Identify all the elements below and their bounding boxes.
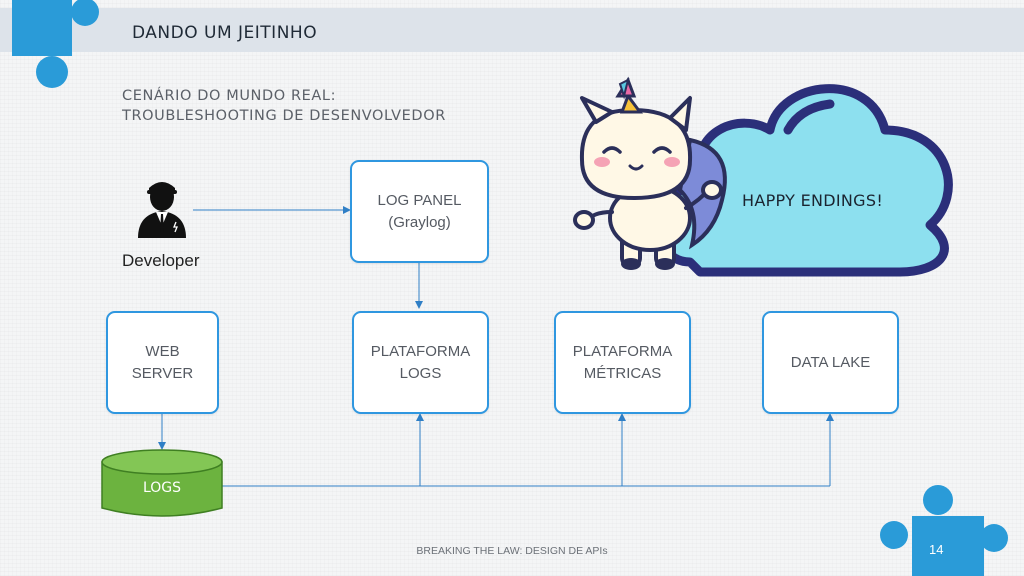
scenario-subtitle: CENÁRIO DO MUNDO REAL: TROUBLESHOOTING D… xyxy=(122,86,446,126)
plataforma-logs-label: PLATAFORMA LOGS xyxy=(370,342,471,382)
happy-endings-label: HAPPY ENDINGS! xyxy=(742,191,884,210)
web-server-box: WEB SERVER xyxy=(106,311,219,414)
puzzle-piece-icon xyxy=(12,0,99,88)
log-panel-label: LOG PANEL (Graylog) xyxy=(377,191,462,231)
developer-label: Developer xyxy=(122,251,200,270)
slide-title: DANDO UM JEITINHO xyxy=(132,23,318,43)
scenario-line-1: CENÁRIO DO MUNDO REAL: xyxy=(122,88,337,104)
page-number: 14 xyxy=(929,542,944,557)
puzzle-piece-icon xyxy=(880,485,1008,576)
plataforma-metricas-label: PLATAFORMA MÉTRICAS xyxy=(572,342,673,382)
header-bar xyxy=(0,8,1024,52)
unicorn-illustration xyxy=(573,76,727,270)
scenario-line-2: TROUBLESHOOTING DE DESENVOLVEDOR xyxy=(122,108,446,124)
logs-label: LOGS xyxy=(142,480,182,496)
data-lake-label: DATA LAKE xyxy=(790,353,871,371)
plataforma-logs-box: PLATAFORMA LOGS xyxy=(352,311,489,414)
plataforma-metricas-box: PLATAFORMA MÉTRICAS xyxy=(554,311,691,414)
data-lake-box: DATA LAKE xyxy=(762,311,899,414)
footer-text: BREAKING THE LAW: DESIGN DE APIs xyxy=(416,545,608,557)
logs-database-cylinder xyxy=(101,449,223,517)
developer-person-icon xyxy=(138,182,186,238)
web-server-label: WEB SERVER xyxy=(131,342,194,382)
log-panel-box: LOG PANEL (Graylog) xyxy=(350,160,489,263)
